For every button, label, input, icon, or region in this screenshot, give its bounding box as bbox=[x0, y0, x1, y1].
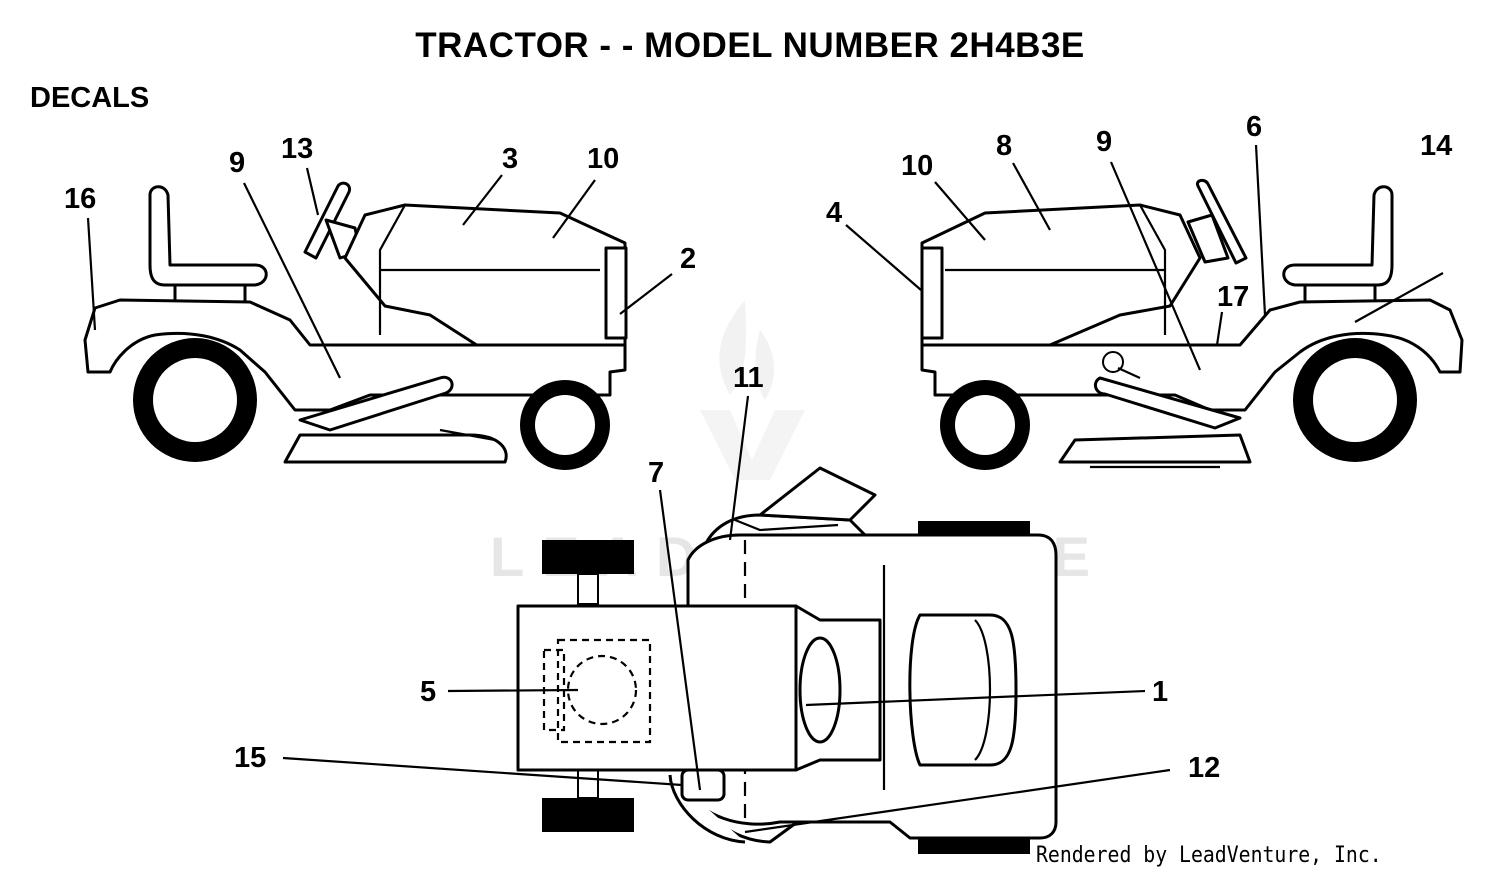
callout-numbers: 16 9 13 3 10 2 4 10 8 9 6 14 17 11 7 5 1… bbox=[64, 111, 1452, 784]
tractor-right-side-view bbox=[920, 178, 1464, 470]
callout-13: 13 bbox=[281, 133, 313, 165]
callout-14: 14 bbox=[1420, 130, 1452, 162]
section-label: DECALS bbox=[30, 82, 150, 114]
callout-9-right: 9 bbox=[1096, 126, 1112, 158]
callout-17: 17 bbox=[1217, 281, 1249, 313]
leader-lines bbox=[86, 144, 1444, 834]
callout-10-left: 10 bbox=[587, 143, 619, 175]
callout-10-right: 10 bbox=[901, 150, 933, 182]
callout-2: 2 bbox=[680, 243, 696, 275]
page-title: TRACTOR - - MODEL NUMBER 2H4B3E bbox=[415, 26, 1085, 65]
callout-4: 4 bbox=[826, 197, 842, 229]
callout-5: 5 bbox=[420, 676, 436, 708]
callout-8: 8 bbox=[996, 130, 1012, 162]
callout-6: 6 bbox=[1246, 111, 1262, 143]
watermark-logo bbox=[700, 300, 805, 480]
render-credit: Rendered by LeadVenture, Inc. bbox=[1036, 843, 1382, 868]
callout-15: 15 bbox=[234, 742, 266, 774]
callout-1: 1 bbox=[1152, 676, 1168, 708]
callout-9-left: 9 bbox=[229, 147, 245, 179]
callout-3: 3 bbox=[502, 143, 518, 175]
tractor-left-side-view bbox=[83, 181, 628, 470]
callout-16: 16 bbox=[64, 183, 96, 215]
callout-11: 11 bbox=[733, 362, 764, 394]
callout-12: 12 bbox=[1188, 752, 1220, 784]
tractor-top-view bbox=[516, 466, 1058, 854]
callout-7: 7 bbox=[648, 457, 664, 489]
